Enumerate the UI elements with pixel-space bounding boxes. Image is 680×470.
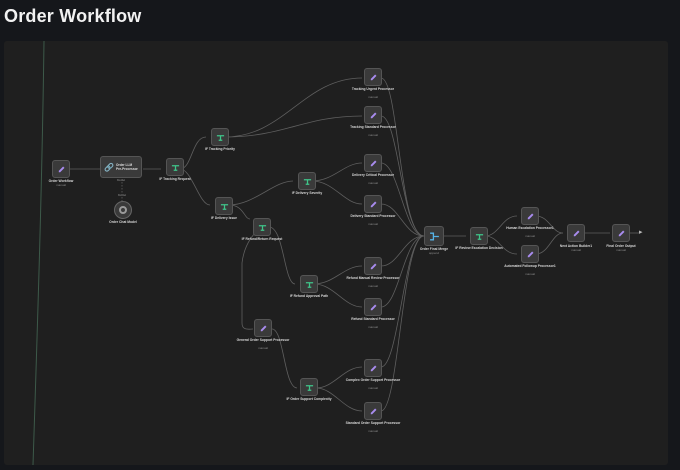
branch-icon: [216, 134, 224, 141]
pencil-icon: [370, 365, 376, 371]
workflow-connections: [32, 41, 640, 465]
pencil-icon: [370, 74, 376, 80]
order-workflow-label: Order Workflow: [48, 179, 74, 183]
pencil-icon: [573, 230, 579, 236]
llm-preprocessor-node[interactable]: 🔗 Order LLM Pre-Processor: [100, 156, 142, 178]
order-workflow-sub: manual: [56, 183, 66, 187]
final-merge-node[interactable]: [424, 226, 444, 246]
pencil-icon: [370, 112, 376, 118]
final-output-label: Final Order Output: [606, 244, 636, 248]
refund-manual-review-sub: manual: [368, 284, 378, 288]
complex-support-node[interactable]: [364, 359, 382, 377]
delivery-standard-label: Delivery Standard Processor: [350, 214, 396, 218]
link-icon: 🔗: [104, 162, 114, 172]
refund-manual-review-node[interactable]: [364, 257, 382, 275]
chat-model-node[interactable]: [114, 201, 132, 219]
workflow-canvas[interactable]: Order Workflow manual 🔗 Order LLM Pre-Pr…: [4, 41, 668, 465]
branch-icon: [303, 178, 311, 185]
automated-followup-label: Automated Followup Processor1: [504, 264, 556, 268]
refund-manual-review-label: Refund Manual Review Processor: [346, 276, 400, 280]
branch-icon: [258, 224, 266, 231]
if-delivery-issue-label: IF Delivery Issue: [210, 216, 238, 220]
if-tracking-request-node[interactable]: [166, 158, 184, 176]
standard-support-sub: manual: [368, 429, 378, 433]
delivery-standard-node[interactable]: [364, 195, 382, 213]
delivery-critical-sub: manual: [368, 181, 378, 185]
standard-support-node[interactable]: [364, 402, 382, 420]
pencil-icon: [527, 251, 533, 257]
tracking-standard-label: Tracking Standard Processor: [350, 125, 396, 129]
tracking-standard-sub: manual: [368, 133, 378, 137]
delivery-critical-node[interactable]: [364, 154, 382, 172]
model-icon: [119, 206, 127, 214]
final-output-sub: manual: [616, 248, 626, 252]
branch-icon: [305, 384, 313, 391]
if-tracking-priority-label: IF Tracking Priority: [205, 147, 235, 151]
if-tracking-priority-node[interactable]: [211, 128, 229, 146]
pencil-icon: [618, 230, 624, 236]
if-refund-approval-label: IF Refund Approval Path: [289, 294, 329, 298]
chat-model-label: Order Chat Model: [109, 220, 137, 224]
tracking-urgent-sub: manual: [368, 95, 378, 99]
tracking-urgent-label: Tracking Urgent Processor: [351, 87, 395, 91]
if-refund-approval-node[interactable]: [300, 275, 318, 293]
refund-standard-node[interactable]: [364, 298, 382, 316]
merge-icon: [429, 232, 439, 240]
pencil-icon: [58, 166, 64, 172]
pencil-icon: [370, 263, 376, 269]
if-support-complexity-label: IF Order Support Complexity: [286, 397, 332, 401]
automated-followup-sub: manual: [525, 272, 535, 276]
if-tracking-request-label: IF Tracking Request: [159, 177, 191, 181]
general-support-node[interactable]: [254, 319, 272, 337]
pencil-icon: [527, 213, 533, 219]
if-delivery-severity-label: IF Delivery Severity: [291, 191, 323, 195]
if-refund-request-label: IF Refund/Return Request: [241, 237, 283, 241]
page-title: Order Workflow: [4, 6, 142, 26]
delivery-critical-label: Delivery Critical Processor: [352, 173, 394, 177]
tracking-urgent-node[interactable]: [364, 68, 382, 86]
llm-preprocessor-sub: Model: [116, 178, 126, 182]
human-escalation-node[interactable]: [521, 207, 539, 225]
branch-icon: [475, 233, 483, 240]
next-action-builder-sub: manual: [571, 248, 581, 252]
if-delivery-severity-node[interactable]: [298, 172, 316, 190]
complex-support-label: Complex Order Support Processor: [345, 378, 401, 382]
pencil-icon: [370, 304, 376, 310]
if-delivery-issue-node[interactable]: [215, 197, 233, 215]
automated-followup-node[interactable]: [521, 245, 539, 263]
chat-model-sub: Model: [117, 193, 127, 197]
output-arrow-icon: ▸: [639, 229, 643, 236]
if-refund-request-node[interactable]: [253, 218, 271, 236]
llm-preprocessor-label: Order LLM Pre-Processor: [115, 163, 138, 171]
final-merge-sub: append: [428, 251, 439, 255]
human-escalation-sub: manual: [525, 234, 535, 238]
next-action-builder-label: Next Action Builder1: [559, 244, 593, 248]
order-workflow-node[interactable]: [52, 160, 70, 178]
refund-standard-label: Refund Standard Processor: [351, 317, 395, 321]
tracking-standard-node[interactable]: [364, 106, 382, 124]
if-review-escalation-node[interactable]: [470, 227, 488, 245]
delivery-standard-sub: manual: [368, 222, 378, 226]
pencil-icon: [260, 325, 266, 331]
pencil-icon: [370, 201, 376, 207]
final-merge-label: Order Final Merge: [419, 247, 449, 251]
general-support-sub: manual: [258, 346, 268, 350]
branch-icon: [220, 203, 228, 210]
complex-support-sub: manual: [368, 386, 378, 390]
branch-icon: [171, 164, 179, 171]
standard-support-label: Standard Order Support Processor: [345, 421, 401, 425]
final-output-node[interactable]: [612, 224, 630, 242]
human-escalation-label: Human Escalation Processor1: [506, 226, 554, 230]
pencil-icon: [370, 408, 376, 414]
refund-standard-sub: manual: [368, 325, 378, 329]
branch-icon: [305, 281, 313, 288]
pencil-icon: [370, 160, 376, 166]
general-support-label: General Order Support Processor: [236, 338, 290, 342]
if-support-complexity-node[interactable]: [300, 378, 318, 396]
if-review-escalation-label: IF Review Escalation Decision: [455, 246, 503, 250]
next-action-builder-node[interactable]: [567, 224, 585, 242]
